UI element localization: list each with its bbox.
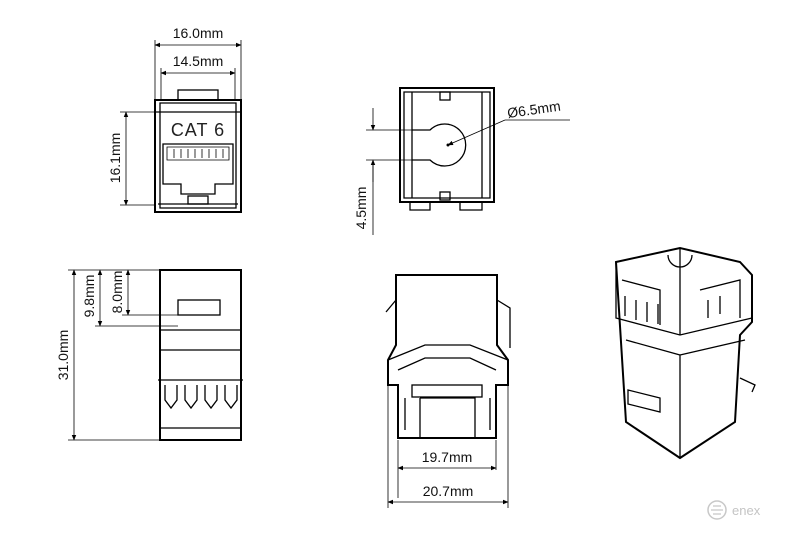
brand-name: enex <box>732 503 761 518</box>
isometric-view <box>614 246 756 460</box>
dim-side-height-a: 9.8mm <box>81 275 97 318</box>
cat6-label: CAT 6 <box>171 120 225 140</box>
dim-bottom-inner-width: 19.7mm <box>422 449 473 465</box>
dim-hole-diameter: Ø6.5mm <box>506 98 561 121</box>
front-view: 16.0mm 14.5mm CAT 6 16.1mm <box>107 25 242 213</box>
dim-front-outer-width: 16.0mm <box>173 25 224 41</box>
profile-view: 19.7mm 20.7mm <box>385 274 511 508</box>
dim-front-height: 16.1mm <box>107 133 123 184</box>
dim-side-height-b: 8.0mm <box>109 271 125 314</box>
brand-watermark: enex <box>707 500 761 520</box>
latch-window <box>177 299 221 316</box>
idc-terminals <box>164 385 238 410</box>
dim-front-inner-width: 14.5mm <box>173 53 224 69</box>
dim-total-length: 31.0mm <box>55 330 71 381</box>
rear-view: Ø6.5mm 4.5mm <box>353 87 570 235</box>
side-view: 31.0mm 9.8mm 8.0mm <box>55 269 243 441</box>
enex-logo-icon <box>707 500 727 520</box>
dim-side-offset: 4.5mm <box>353 187 369 230</box>
dim-bottom-outer-width: 20.7mm <box>423 483 474 499</box>
iso-terminals <box>624 296 721 324</box>
contact-pins <box>173 149 224 158</box>
